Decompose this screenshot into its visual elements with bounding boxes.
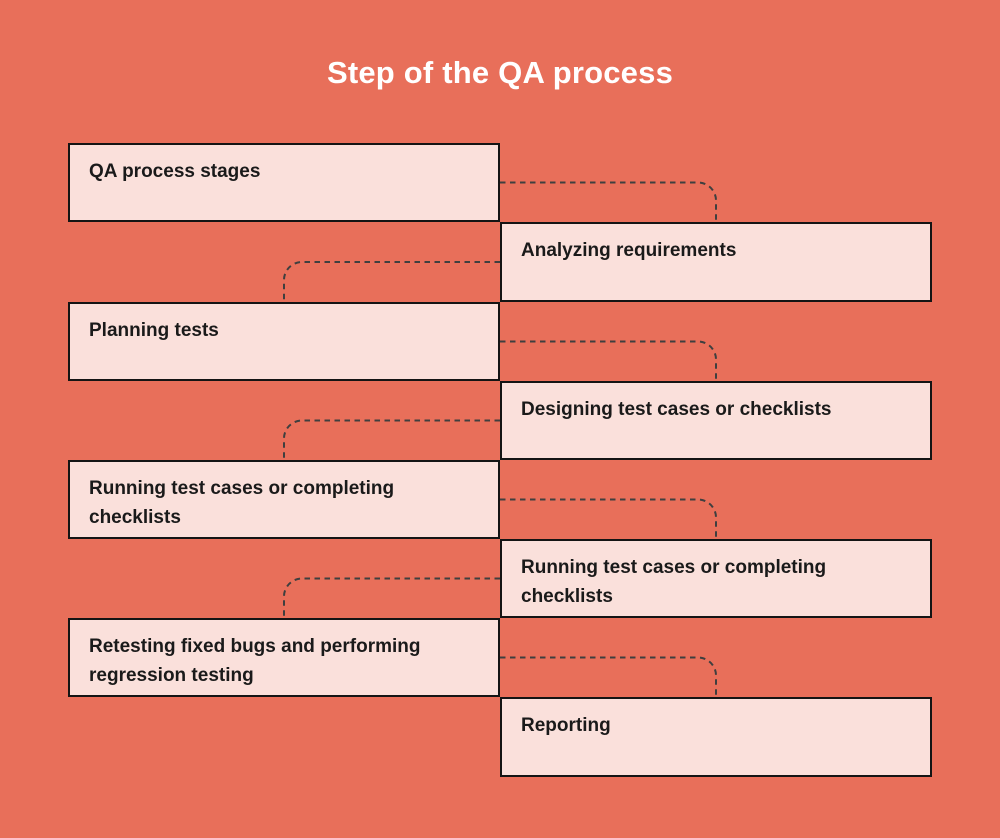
step-label: Retesting fixed bugs and performing regr…: [89, 636, 421, 686]
step-label: Running test cases or completing checkli…: [89, 478, 395, 528]
step-label: Designing test cases or checklists: [521, 399, 832, 420]
step-label: QA process stages: [89, 161, 261, 182]
step-box-reporting: Reporting: [500, 697, 932, 777]
step-box-running-test-cases-right: Running test cases or completing checkli…: [500, 539, 932, 618]
connector-line: [500, 181, 717, 222]
connector-line: [283, 261, 500, 302]
connector-line: [283, 419, 500, 460]
step-label: Analyzing requirements: [521, 240, 737, 261]
step-box-retesting-fixed-bugs: Retesting fixed bugs and performing regr…: [68, 618, 500, 697]
connector-line: [500, 656, 717, 697]
step-label: Running test cases or completing checkli…: [521, 557, 827, 607]
step-box-running-test-cases-left: Running test cases or completing checkli…: [68, 460, 500, 539]
step-box-planning-tests: Planning tests: [68, 302, 500, 381]
connector-line: [283, 577, 500, 618]
step-label: Reporting: [521, 715, 611, 736]
page-title: Step of the QA process: [326, 55, 674, 90]
step-box-qa-process-stages: QA process stages: [68, 143, 500, 222]
step-box-designing-test-cases: Designing test cases or checklists: [500, 381, 932, 460]
connector-line: [500, 340, 717, 381]
step-label: Planning tests: [89, 320, 219, 341]
connector-line: [500, 498, 717, 539]
step-box-analyzing-requirements: Analyzing requirements: [500, 222, 932, 302]
